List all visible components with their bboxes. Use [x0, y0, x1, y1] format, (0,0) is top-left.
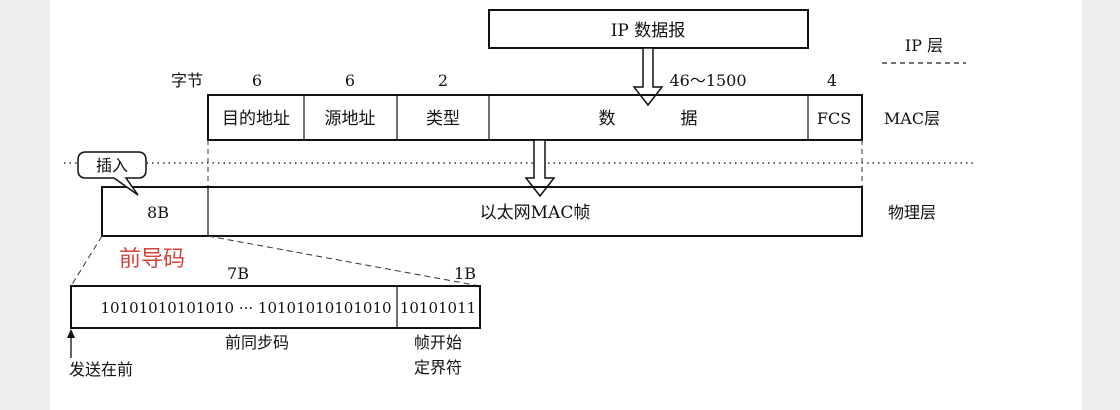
- sfd-bits: 10101011: [400, 299, 476, 317]
- field-size-src: 6: [345, 71, 355, 90]
- ethernet-mac-frame-label: 以太网MAC帧: [480, 203, 591, 223]
- field-dest-addr: 目的地址: [222, 109, 290, 129]
- sfd-label-line2: 定界符: [414, 358, 462, 377]
- field-fcs: FCS: [817, 109, 851, 128]
- field-data-2: 据: [681, 109, 698, 129]
- preamble-label: 前同步码: [225, 333, 289, 352]
- mac-frame-box: [207, 94, 863, 141]
- ip-layer-label: IP 层: [905, 36, 943, 55]
- field-data-1: 数: [599, 109, 616, 129]
- send-first-label: 发送在前: [69, 360, 133, 379]
- physical-frame-box: [101, 186, 863, 237]
- mac-layer-label: MAC层: [884, 109, 940, 128]
- diagram-canvas: IP 数据报 IP 层 字节 6 6 2 46～1500 4 目的地址 源地址 …: [50, 0, 1082, 410]
- field-size-type: 2: [438, 71, 448, 90]
- sfd-label-line1: 帧开始: [414, 333, 462, 352]
- preamble-bits: 10101010101010 ··· 10101010101010: [100, 299, 391, 317]
- preamble-size-7b: 7B: [227, 264, 249, 283]
- field-src-addr: 源地址: [325, 109, 376, 129]
- ip-datagram-box: [488, 9, 809, 49]
- field-size-data: 46～1500: [669, 71, 746, 90]
- expand-left-line: [70, 235, 103, 287]
- expand-right-line: [207, 235, 481, 287]
- field-size-fcs: 4: [827, 71, 837, 90]
- down-arrow-ip-to-mac: [632, 47, 664, 107]
- physical-layer-label: 物理层: [888, 203, 936, 222]
- field-size-dest: 6: [252, 71, 262, 90]
- ethernet-frame-diagram: IP 数据报 IP 层 字节 6 6 2 46～1500 4 目的地址 源地址 …: [64, 9, 975, 379]
- preamble-size-8b: 8B: [147, 203, 169, 222]
- field-type: 类型: [426, 109, 460, 129]
- bytes-label: 字节: [171, 71, 203, 90]
- insert-label: 插入: [96, 156, 128, 175]
- preamble-bits-box: [70, 285, 481, 329]
- send-first-arrow-head-icon: [67, 329, 75, 338]
- ip-datagram-label: IP 数据报: [611, 21, 686, 41]
- insert-callout: [77, 151, 147, 196]
- preamble-title: 前导码: [119, 247, 185, 272]
- sfd-size-1b: 1B: [454, 264, 476, 283]
